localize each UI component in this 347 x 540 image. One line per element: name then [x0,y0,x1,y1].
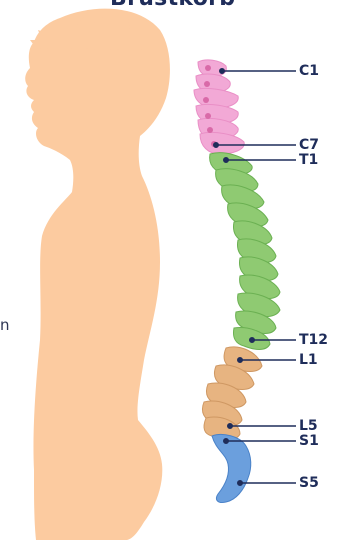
label-s5: S5 [299,476,319,490]
sacrum-coccyx [212,434,251,502]
label-c7: C7 [299,138,319,152]
thoracic-vertebrae [210,153,280,350]
cervical-vertebrae [194,60,244,154]
label-t12: T12 [299,333,328,347]
label-l1: L1 [299,353,318,367]
human-silhouette [25,9,170,540]
label-l5: L5 [299,419,318,433]
label-t1: T1 [299,153,318,167]
label-c1: C1 [299,64,319,78]
label-s1: S1 [299,434,319,448]
